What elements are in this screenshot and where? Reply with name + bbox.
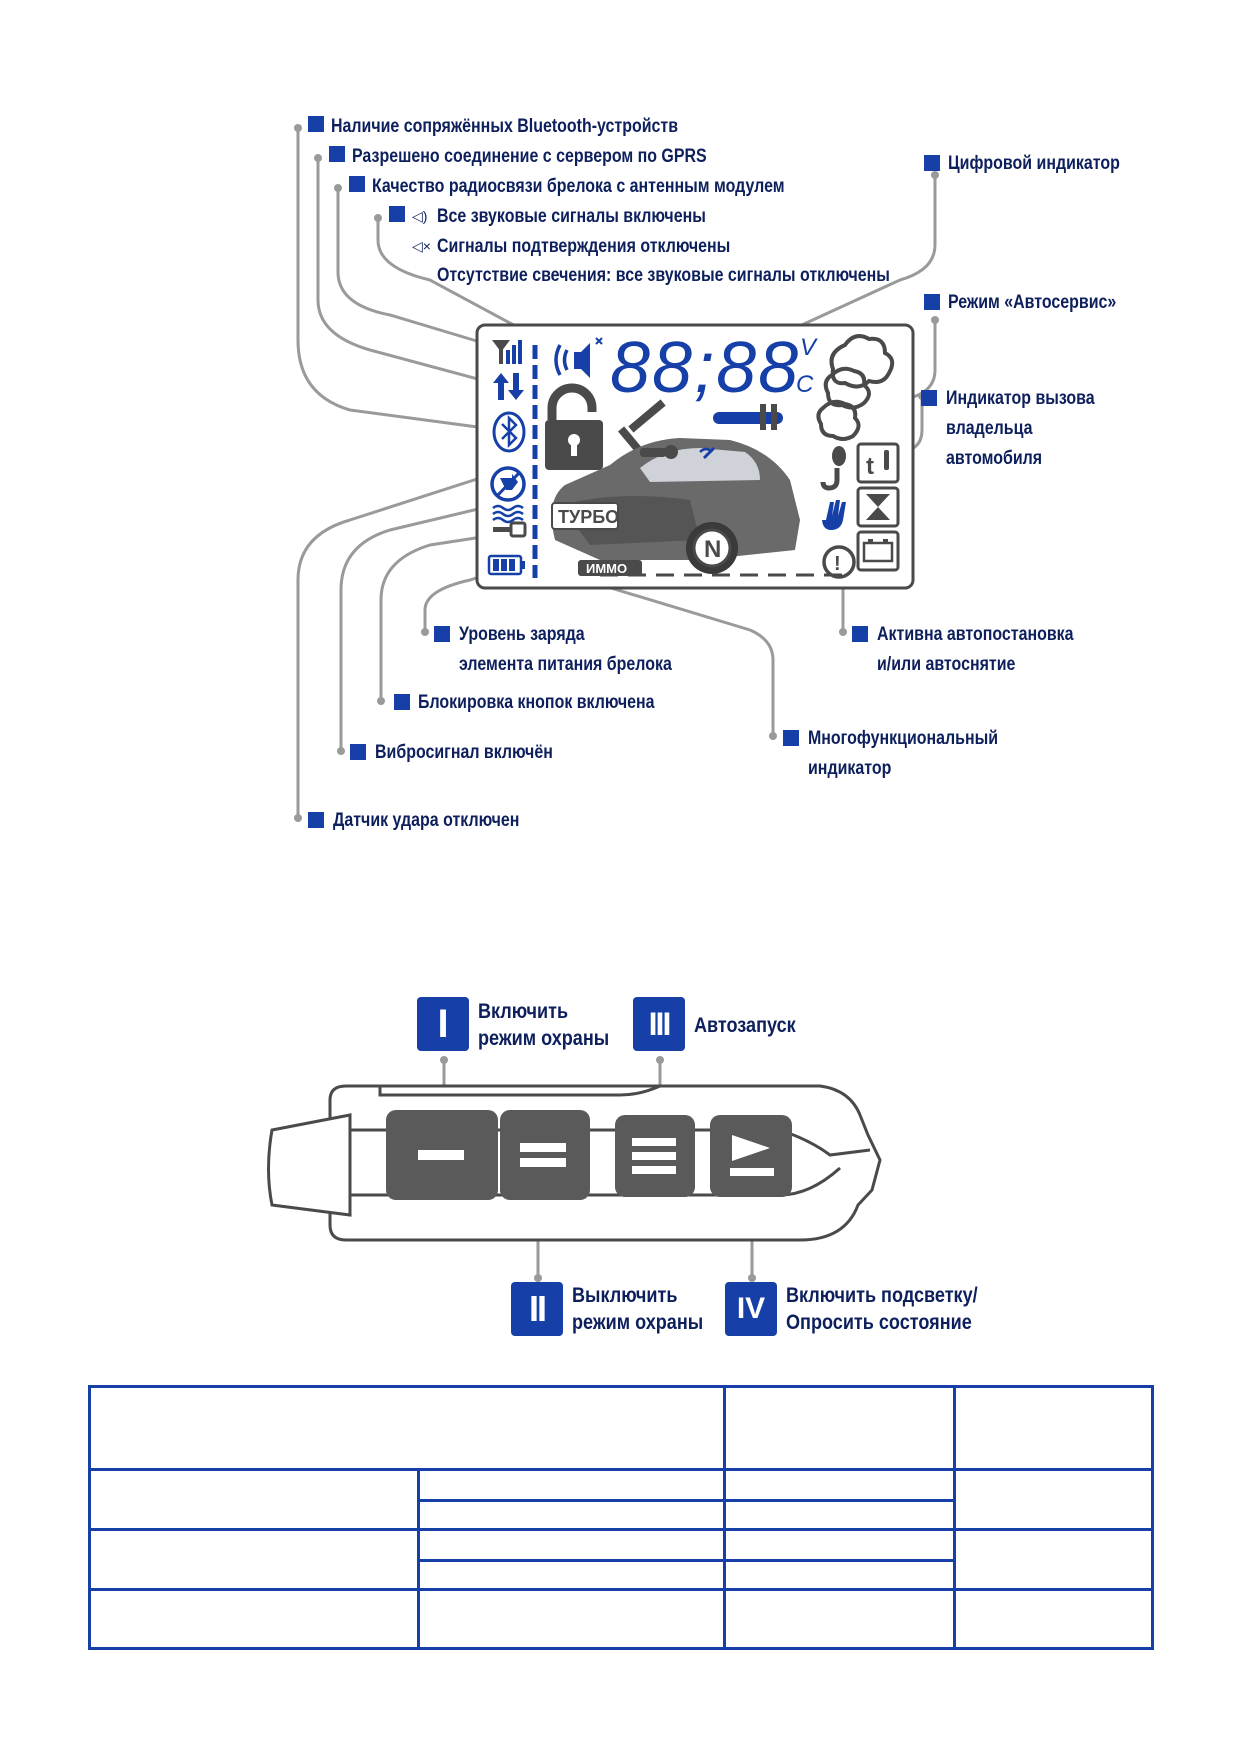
digital-readout: 88;88 — [610, 328, 800, 408]
svg-text:t: t — [866, 453, 874, 480]
table-cell — [87, 1468, 421, 1532]
label-radio-quality: Качество радиосвязи брелока с антенным м… — [372, 176, 785, 197]
table-cell — [723, 1468, 956, 1502]
speaker-confirm-off-small-icon: ◁× — [412, 238, 431, 254]
speaker-sound-icon — [554, 337, 603, 378]
speaker-on-small-icon: ◁) — [412, 208, 428, 224]
label-autostop-2: и/или автоснятие — [877, 654, 1016, 675]
table-cell — [723, 1528, 956, 1562]
fob-button-4[interactable] — [710, 1115, 792, 1197]
lcd-diagram: 88;88 V C ТУРБО — [294, 124, 939, 822]
label-keylock: Блокировка кнопок включена — [418, 692, 655, 713]
table-cell — [952, 1468, 1155, 1532]
label-autostop-1: Активна автопостановка — [877, 624, 1074, 645]
unit-v: V — [800, 334, 818, 361]
button-4-line-2: Опросить состояние — [786, 1311, 972, 1334]
button-1-line-2: режим охраны — [478, 1027, 610, 1050]
table-cell — [952, 1588, 1155, 1650]
table-cell — [952, 1528, 1155, 1592]
turbo-label: ТУРБО — [558, 507, 619, 527]
exhaust-smoke-icon — [816, 334, 895, 441]
hourglass-icon — [856, 486, 900, 528]
table-cell — [417, 1558, 727, 1592]
key-remote-icon — [640, 445, 716, 460]
table-cell — [723, 1558, 956, 1592]
service-bar-icon — [713, 404, 783, 430]
keyfob-diagram — [267, 1056, 882, 1282]
gprs-arrows-icon — [493, 373, 524, 400]
badge-button-4: IV — [725, 1282, 777, 1336]
gear-indicator: N — [704, 536, 721, 563]
fob-button-1[interactable] — [386, 1110, 498, 1200]
label-vibro: Вибросигнал включён — [375, 742, 553, 763]
alert-icon: ! — [822, 545, 856, 579]
table-cell — [723, 1498, 956, 1532]
vibro-icon — [492, 504, 524, 524]
button-2-line-2: режим охраны — [572, 1311, 704, 1334]
bluetooth-icon — [492, 411, 526, 453]
table-cell — [952, 1384, 1155, 1472]
button-3-line-1: Автозапуск — [694, 1014, 796, 1037]
tow-hook-icon — [820, 446, 846, 491]
label-sound-all-on: Все звуковые сигналы включены — [437, 206, 706, 227]
signal-icon — [492, 340, 522, 364]
keylock-icon — [493, 521, 527, 538]
fob-button-3[interactable] — [615, 1115, 695, 1197]
table-cell — [417, 1468, 727, 1502]
fob-button-2[interactable] — [500, 1110, 590, 1200]
label-gprs: Разрешено соединение с сервером по GPRS — [352, 146, 707, 167]
label-digital-indicator: Цифровой индикатор — [948, 153, 1120, 174]
label-battery-2: элемента питания брелока — [459, 654, 672, 675]
table-cell — [723, 1588, 956, 1650]
button-1-line-1: Включить — [478, 1000, 569, 1023]
shock-sensor-off-icon — [490, 466, 526, 502]
label-sound-none: Отсутствие свечения: все звуковые сигнал… — [437, 265, 890, 286]
button-2-line-1: Выключить — [572, 1284, 678, 1307]
battery-icon — [487, 554, 525, 576]
table-cell — [417, 1588, 727, 1650]
owner-call-hand-icon — [822, 500, 846, 530]
label-bluetooth: Наличие сопряжённых Bluetooth-устройств — [331, 116, 679, 137]
padlock-icon — [545, 383, 603, 470]
table-cell — [417, 1528, 727, 1562]
svg-text:!: ! — [834, 553, 841, 575]
immo-label: ИММО — [586, 561, 627, 576]
label-owner-call-3: автомобиля — [946, 448, 1043, 469]
unit-c: C — [796, 371, 814, 398]
badge-button-1: I — [417, 997, 469, 1051]
label-multi-2: индикатор — [808, 758, 892, 779]
temperature-icon: t — [856, 442, 900, 484]
label-owner-call-2: владельца — [946, 418, 1033, 439]
label-owner-call-1: Индикатор вызова — [946, 388, 1095, 409]
label-sound-confirm-off: Сигналы подтверждения отключены — [437, 236, 731, 257]
table-cell — [723, 1384, 956, 1472]
label-multi-1: Многофункциональный — [808, 728, 999, 749]
table-cell — [87, 1588, 421, 1650]
table-cell — [417, 1498, 727, 1532]
badge-button-2: II — [511, 1282, 563, 1336]
empty-table — [87, 1384, 1155, 1650]
table-cell — [87, 1384, 727, 1472]
car-battery-icon — [856, 530, 900, 572]
label-autoservice: Режим «Автосервис» — [948, 292, 1117, 313]
label-shock: Датчик удара отключен — [333, 810, 520, 831]
table-cell — [87, 1528, 421, 1592]
button-4-line-1: Включить подсветку/ — [786, 1284, 978, 1307]
label-battery-1: Уровень заряда — [459, 624, 585, 645]
badge-button-3: III — [633, 997, 685, 1051]
